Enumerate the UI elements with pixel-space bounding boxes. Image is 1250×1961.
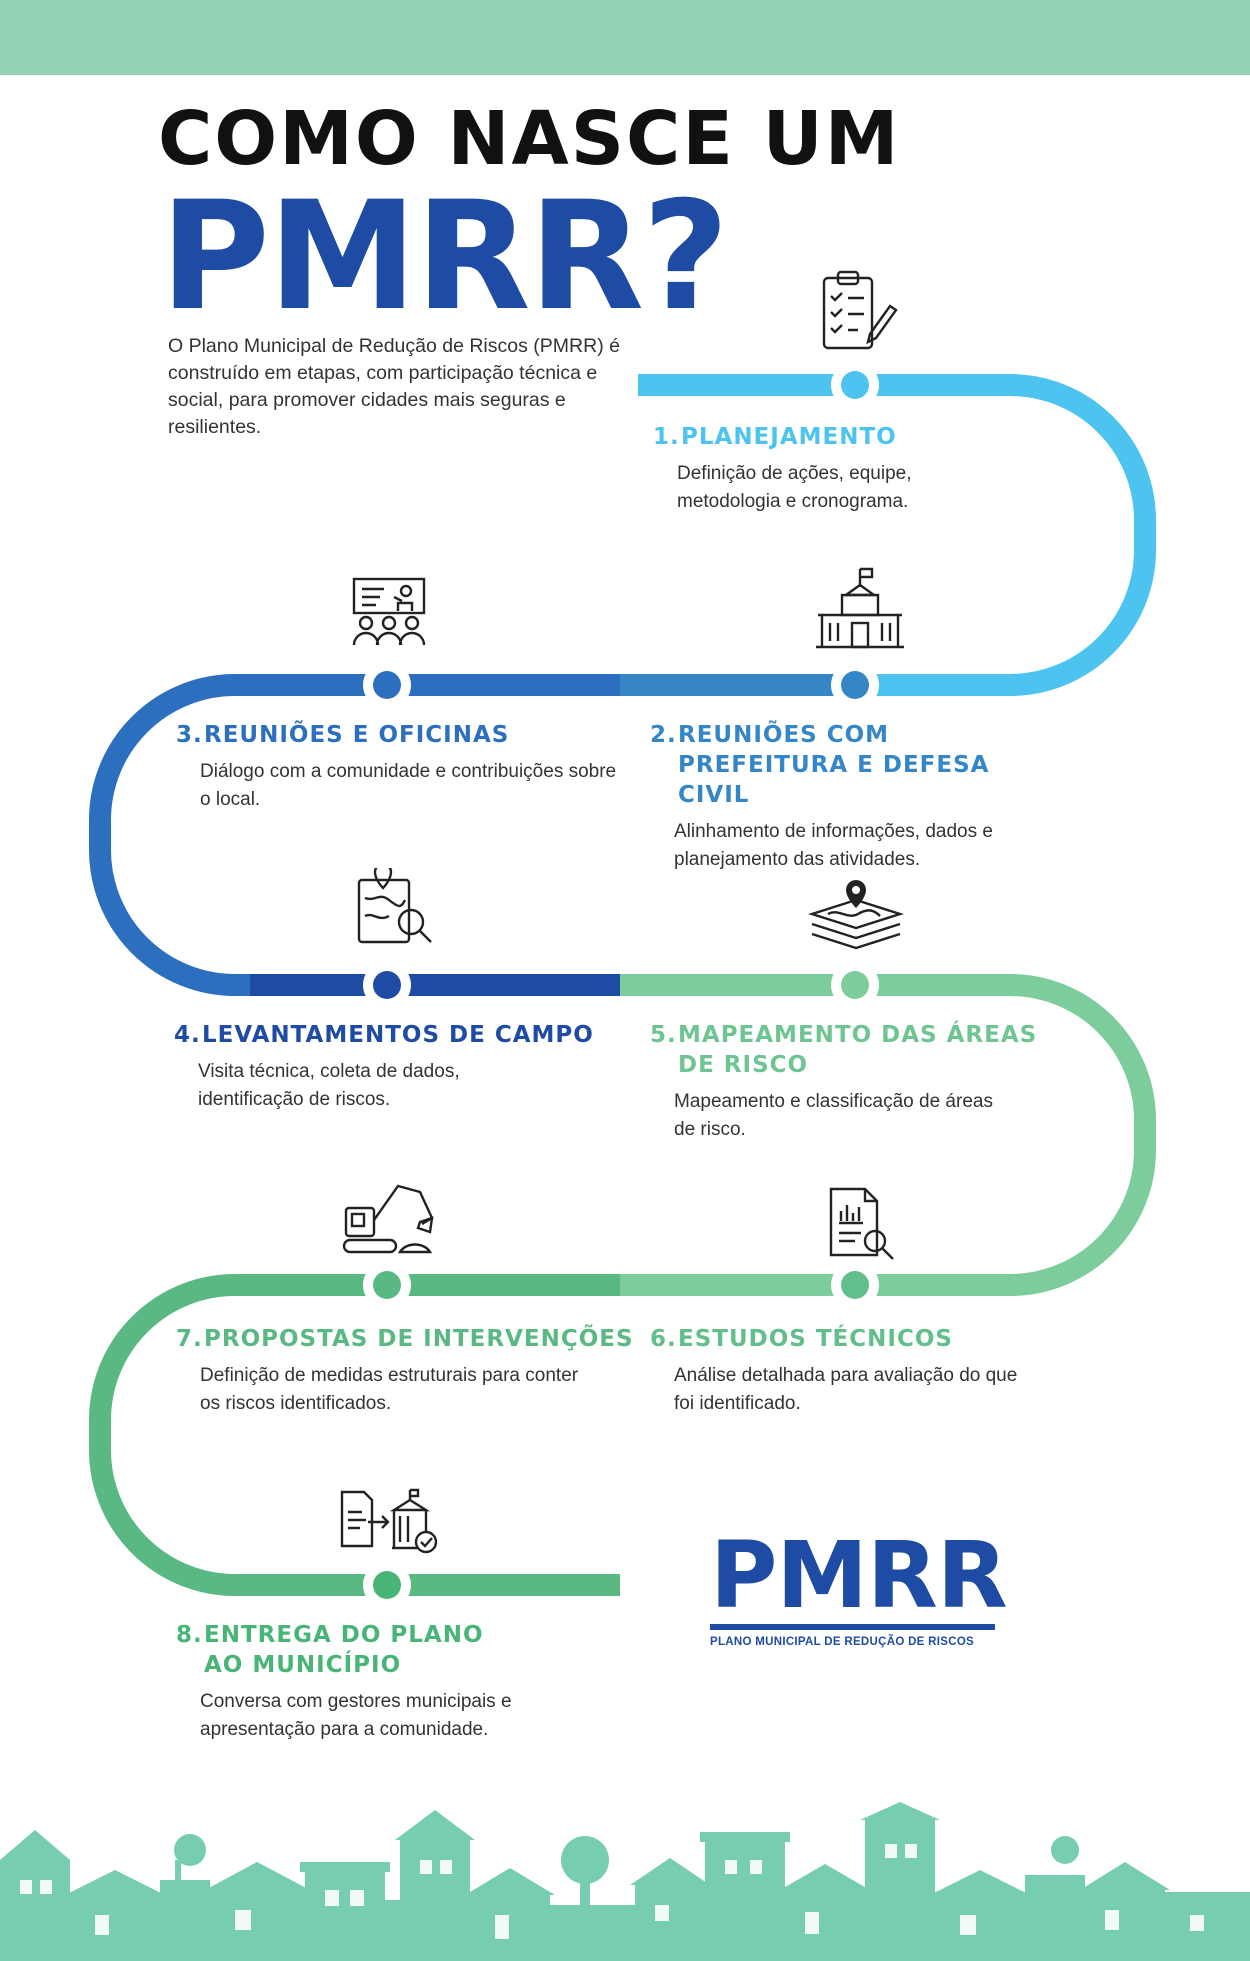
logo-subtitle: PLANO MUNICIPAL DE REDUÇÃO DE RISCOS	[710, 1636, 975, 1648]
step-8: 8.ENTREGA DO PLANO AO MUNICÍPIO Conversa…	[176, 1620, 636, 1744]
step-number: 7.	[176, 1326, 203, 1352]
step-description: Conversa com gestores municipais e apres…	[200, 1691, 512, 1740]
logo-wordmark: PMRR	[710, 1522, 1008, 1629]
step-description: Mapeamento e classificação de áreas de r…	[674, 1091, 993, 1140]
map-layers-pin-icon	[808, 880, 904, 950]
step-number: 1.	[653, 424, 680, 450]
top-banner	[0, 0, 1250, 75]
step-title: ESTUDOS TÉCNICOS	[678, 1326, 953, 1352]
step-number: 5.	[650, 1022, 677, 1048]
step-6: 6.ESTUDOS TÉCNICOS Análise detalhada par…	[650, 1324, 1110, 1418]
step-title: REUNIÕES COM PREFEITURA E DEFESA CIVIL	[678, 722, 990, 808]
step-description: Definição de medidas estruturais para co…	[200, 1365, 579, 1414]
clipboard-checklist-icon	[822, 270, 898, 350]
step-title: ENTREGA DO PLANO AO MUNICÍPIO	[204, 1622, 484, 1678]
step-number: 6.	[650, 1326, 677, 1352]
step-description: Análise detalhada para avaliação do que …	[674, 1365, 1018, 1414]
step-7: 7.PROPOSTAS DE INTERVENÇÕES Definição de…	[176, 1324, 636, 1418]
pmrr-logo: PMRR PLANO MUNICIPAL DE REDUÇÃO DE RISCO…	[710, 1522, 1008, 1648]
step-description: Definição de ações, equipe, metodologia …	[677, 463, 912, 512]
step-title: PROPOSTAS DE INTERVENÇÕES	[204, 1326, 634, 1352]
city-hall-icon	[816, 567, 904, 649]
step-title: PLANEJAMENTO	[681, 424, 897, 450]
step-1: 1.PLANEJAMENTO Definição de ações, equip…	[653, 422, 1153, 516]
step-number: 2.	[650, 722, 677, 748]
logo-underline	[710, 1624, 995, 1630]
title-line-2: PMRR?	[160, 170, 729, 344]
step-description: Diálogo com a comunidade e contribuições…	[200, 761, 617, 810]
intro-text: O Plano Municipal de Redução de Riscos (…	[168, 335, 620, 438]
step-title: MAPEAMENTO DAS ÁREAS DE RISCO	[678, 1022, 1038, 1078]
document-delivery-icon	[340, 1488, 438, 1554]
step-title: LEVANTAMENTOS DE CAMPO	[202, 1022, 594, 1048]
step-description: Visita técnica, coleta de dados, identif…	[198, 1061, 460, 1110]
step-2: 2.REUNIÕES COM PREFEITURA E DEFESA CIVIL…	[650, 720, 1070, 874]
step-description: Alinhamento de informações, dados e plan…	[674, 821, 993, 870]
step-number: 3.	[176, 722, 203, 748]
map-search-icon	[357, 868, 432, 944]
step-3: 3.REUNIÕES E OFICINAS Diálogo com a comu…	[176, 720, 636, 814]
step-4: 4.LEVANTAMENTOS DE CAMPO Visita técnica,…	[174, 1020, 634, 1114]
city-skyline-illustration	[0, 1802, 1250, 1961]
presentation-audience-icon	[352, 577, 426, 646]
title-line-1: COMO NASCE UM	[158, 96, 901, 182]
step-title: REUNIÕES E OFICINAS	[204, 722, 510, 748]
step-number: 8.	[176, 1622, 203, 1648]
step-number: 4.	[174, 1022, 201, 1048]
report-analysis-icon	[829, 1187, 894, 1260]
excavator-icon	[342, 1184, 434, 1254]
step-5: 5.MAPEAMENTO DAS ÁREAS DE RISCO Mapeamen…	[650, 1020, 1070, 1144]
